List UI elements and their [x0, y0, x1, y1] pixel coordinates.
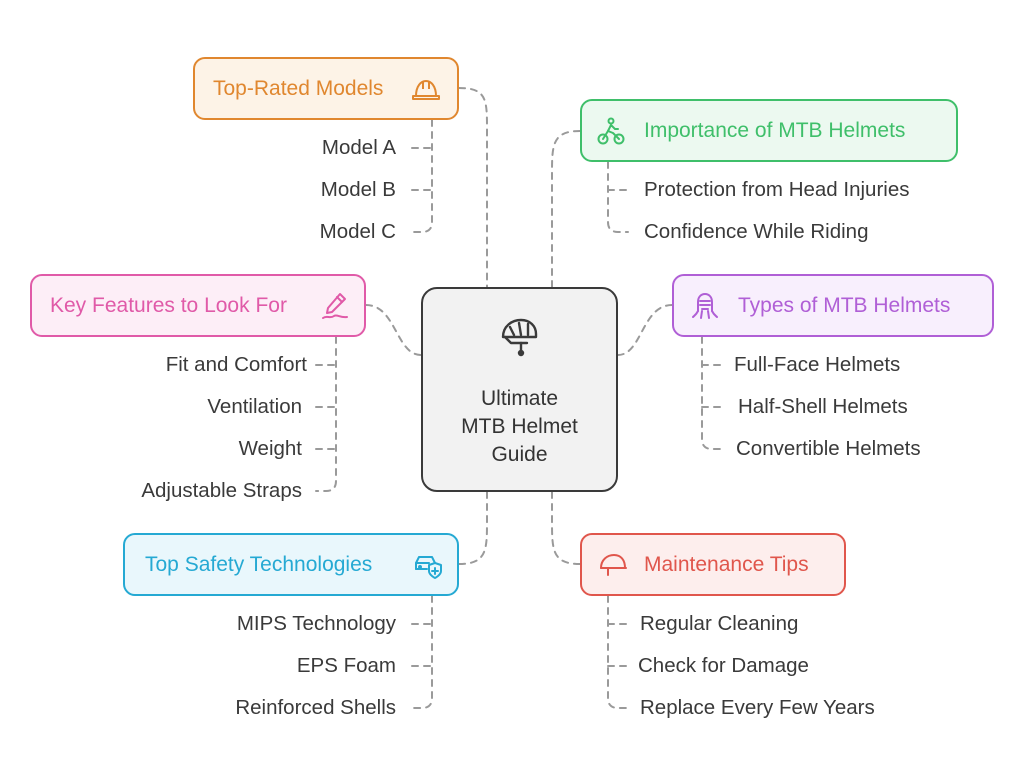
branch-importance-of-mtb-helmets: Importance of MTB Helmets [580, 99, 958, 162]
branch-maintenance-tips: Maintenance Tips [580, 533, 846, 596]
connector-key-features [365, 304, 422, 356]
bracket-safety [411, 595, 433, 709]
list-item: Half-Shell Helmets [738, 395, 908, 418]
connector-top-rated [458, 87, 488, 288]
branch-title: Top-Rated Models [213, 76, 384, 100]
list-item: Confidence While Riding [644, 220, 869, 243]
list-item: Replace Every Few Years [640, 696, 875, 719]
connector-maintenance [551, 491, 581, 565]
list-item: Protection from Head Injuries [644, 178, 910, 201]
list-item: EPS Foam [296, 654, 396, 677]
list-item: MIPS Technology [236, 612, 396, 635]
list-item: Adjustable Straps [141, 479, 302, 502]
center-title-line-3: Guide [491, 443, 548, 466]
list-item: Model B [320, 178, 396, 201]
cyclist-icon [596, 116, 626, 146]
branch-title: Types of MTB Helmets [738, 293, 951, 317]
connector-types [617, 304, 673, 356]
connector-safety [458, 491, 488, 565]
list-item: Model C [319, 220, 396, 243]
helmet-icon [598, 550, 628, 580]
branch-types-of-mtb-helmets: Types of MTB Helmets [672, 274, 994, 337]
branch-top-safety-technologies: Top Safety Technologies [123, 533, 459, 596]
list-item: Ventilation [207, 395, 302, 418]
list-item: Check for Damage [638, 654, 809, 677]
bike-helmet-icon [501, 318, 538, 357]
hard-hat-icon [411, 74, 441, 104]
list-item: Regular Cleaning [640, 612, 799, 635]
full-face-helmet-icon [690, 291, 720, 321]
branch-title: Key Features to Look For [50, 293, 287, 317]
branch-top-rated-models: Top-Rated Models [193, 57, 459, 120]
list-item: Convertible Helmets [736, 437, 921, 460]
bracket-top-rated [411, 119, 433, 233]
connector-importance [551, 130, 581, 288]
list-item: Fit and Comfort [165, 353, 307, 376]
list-item: Reinforced Shells [235, 696, 396, 719]
bracket-maintenance [607, 595, 629, 709]
branch-title: Top Safety Technologies [145, 552, 373, 576]
bracket-types [701, 336, 723, 450]
list-item: Full-Face Helmets [734, 353, 901, 376]
pen-signature-icon [320, 291, 350, 321]
branch-title: Maintenance Tips [644, 552, 809, 576]
bracket-importance [607, 161, 629, 233]
center-title-line-1: Ultimate [480, 387, 559, 410]
car-shield-icon [413, 550, 443, 580]
bracket-key-features [315, 336, 337, 492]
list-item: Model A [321, 136, 396, 159]
center-node: Ultimate MTB Helmet Guide [421, 287, 618, 492]
center-title-line-2: MTB Helmet [461, 415, 578, 438]
branch-title: Importance of MTB Helmets [644, 118, 906, 142]
list-item: Weight [238, 437, 302, 460]
center-title: Ultimate MTB Helmet Guide [423, 385, 616, 469]
branch-key-features: Key Features to Look For [30, 274, 366, 337]
